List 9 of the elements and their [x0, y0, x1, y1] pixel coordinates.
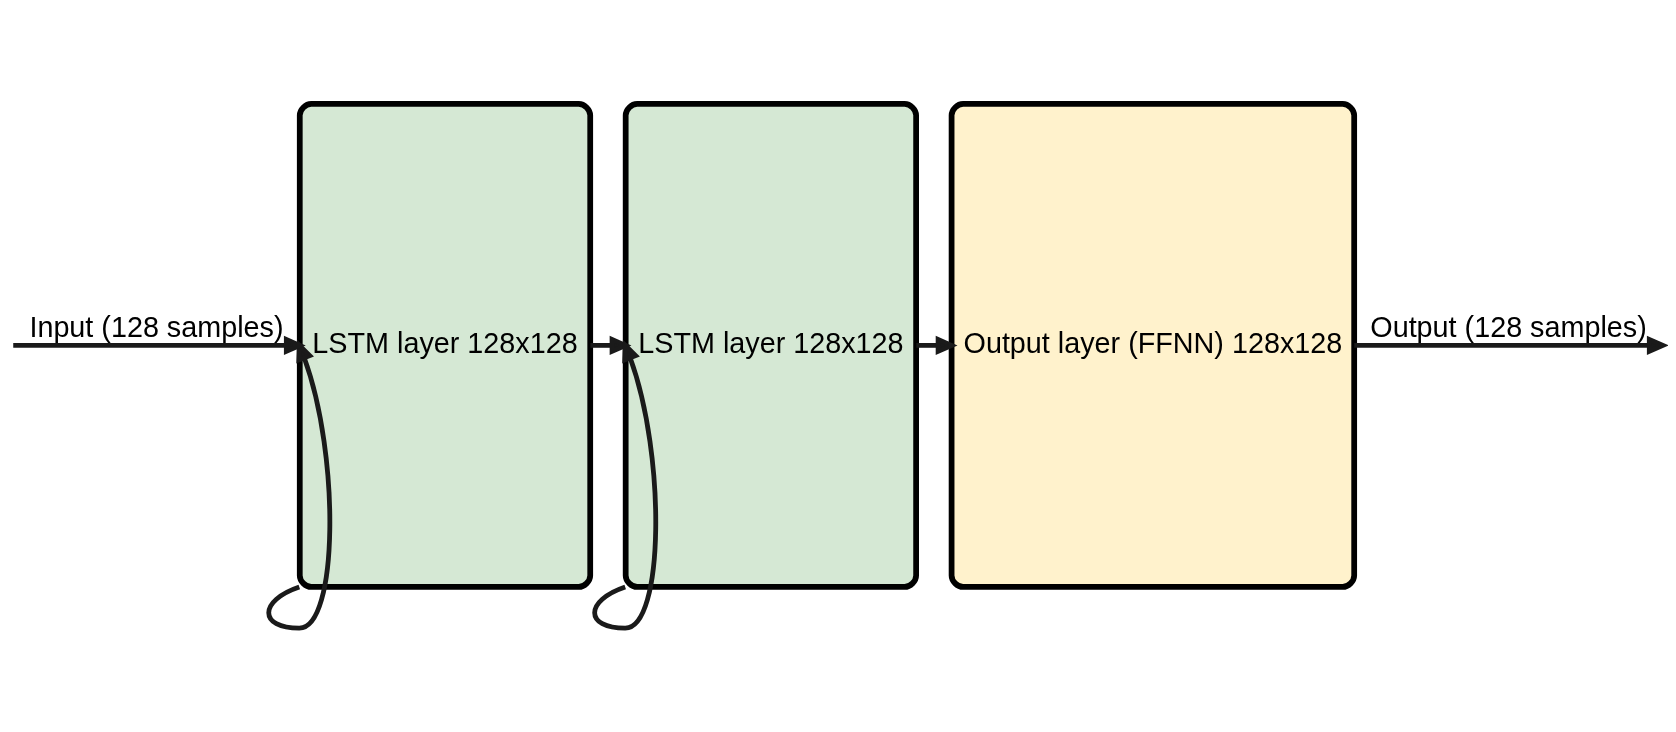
arrow: [590, 335, 632, 355]
arrow: [266, 335, 333, 631]
arrow: [13, 335, 306, 355]
arrow: [592, 339, 659, 631]
arrow: [916, 335, 958, 355]
node-box: Output layer (FFNN) 128x128: [948, 100, 1358, 590]
edge-label: Output (128 samples): [1370, 310, 1647, 343]
edge-label: Input (128 samples): [29, 310, 284, 343]
arrow: [1354, 335, 1668, 355]
